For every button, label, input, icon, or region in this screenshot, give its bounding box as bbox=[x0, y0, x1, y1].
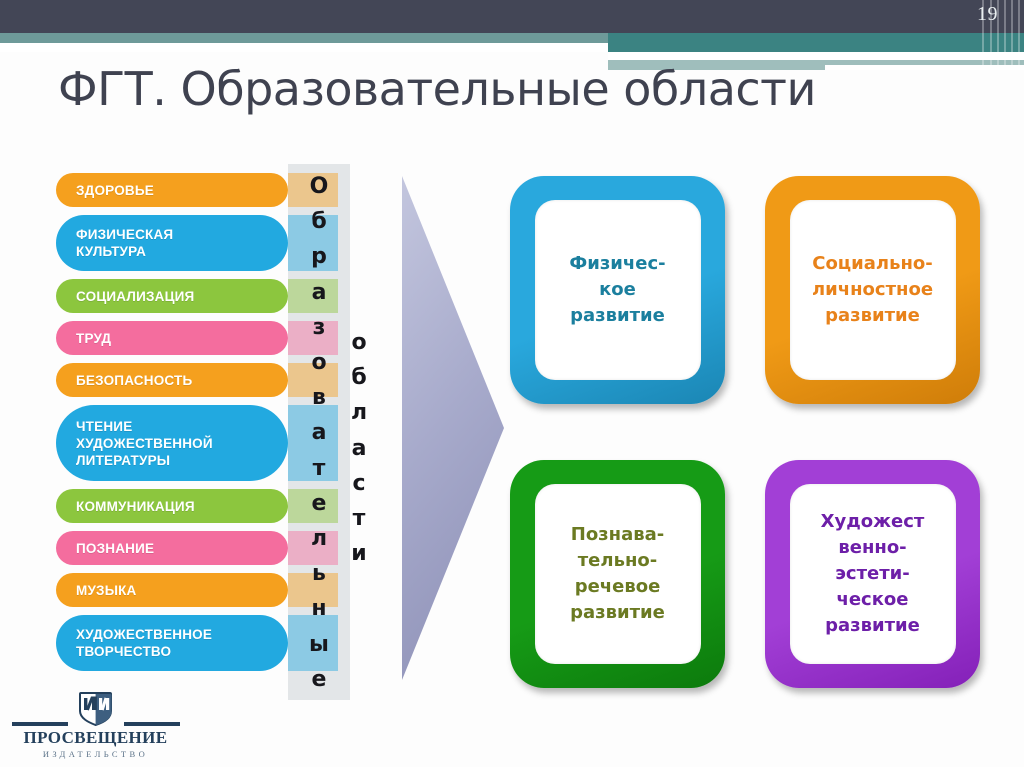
bar-extension bbox=[288, 573, 338, 607]
development-box-label: Социально- личностное развитие bbox=[811, 253, 934, 326]
educational-area-bar[interactable]: СОЦИАЛИЗАЦИЯ bbox=[56, 279, 288, 313]
logo-rule-left bbox=[12, 722, 68, 726]
vertical-letter: т bbox=[312, 455, 326, 481]
shield-icon bbox=[79, 692, 112, 727]
educational-areas-list: ЗДОРОВЬЕ ФИЗИЧЕСКАЯ КУЛЬТУРА СОЦИАЛИЗАЦИЯ Т… bbox=[0, 155, 400, 700]
header-white-strip bbox=[608, 52, 1024, 60]
bar-extension bbox=[288, 489, 338, 523]
educational-area-bar[interactable]: ФИЗИЧЕСКАЯ КУЛЬТУРА bbox=[56, 215, 288, 271]
vertical-letter: б bbox=[311, 209, 327, 235]
vertical-letter: л bbox=[310, 526, 328, 552]
development-box-label: Познава- тельно- речевое развитие bbox=[570, 524, 665, 623]
development-box-physical[interactable]: Физичес- кое развитие bbox=[510, 176, 725, 404]
header-vertical-stripes bbox=[976, 0, 1024, 70]
educational-area-label: ТРУД bbox=[76, 330, 112, 346]
development-box-inner: Познава- тельно- речевое развитие bbox=[534, 484, 701, 664]
header-pale-strip-2 bbox=[608, 60, 1024, 70]
vertical-letter: ы bbox=[309, 631, 329, 657]
vertical-letter: с bbox=[352, 470, 366, 496]
bar-extension bbox=[288, 215, 338, 271]
logo-rule-right bbox=[124, 722, 180, 726]
development-box-inner: Социально- личностное развитие bbox=[789, 200, 956, 380]
header-pale-teal-bar bbox=[0, 33, 1024, 43]
development-box-artistic-aesthetic[interactable]: Художест венно- эстети- ческое развитие bbox=[765, 460, 980, 688]
educational-area-label: ХУДОЖЕСТВЕННОЕ ТВОРЧЕСТВО bbox=[76, 627, 213, 659]
educational-area-bar[interactable]: ХУДОЖЕСТВЕННОЕ ТВОРЧЕСТВО bbox=[56, 615, 288, 671]
vertical-letter: н bbox=[311, 596, 327, 622]
bar-extension bbox=[288, 615, 338, 671]
vertical-letter: е bbox=[311, 490, 327, 516]
vertical-letter: р bbox=[311, 244, 327, 270]
vertical-letter: т bbox=[352, 506, 366, 532]
educational-area-bar[interactable]: КОММУНИКАЦИЯ bbox=[56, 489, 288, 523]
header-teal-bar bbox=[608, 33, 1024, 52]
educational-area-label: КОММУНИКАЦИЯ bbox=[76, 498, 195, 514]
header-pale-strip-3 bbox=[825, 60, 1024, 65]
header-dark-bar bbox=[0, 0, 1024, 33]
educational-area-label: ПОЗНАНИЕ bbox=[76, 540, 155, 556]
development-areas-group: Физичес- кое развитие Социально- личност… bbox=[505, 176, 1005, 688]
vertical-letter: з bbox=[312, 314, 326, 340]
right-arrow-shape bbox=[400, 172, 510, 684]
educational-area-label: МУЗЫКА bbox=[76, 582, 137, 598]
development-box-label: Художест венно- эстети- ческое развитие bbox=[820, 511, 925, 636]
vertical-label-backdrop bbox=[288, 164, 350, 700]
vertical-letter: О bbox=[309, 174, 329, 199]
logo-name: ПРОСВЕЩЕНИЕ bbox=[23, 728, 168, 747]
educational-area-bar[interactable]: МУЗЫКА bbox=[56, 573, 288, 607]
bar-extension bbox=[288, 405, 338, 481]
bar-extension bbox=[288, 321, 338, 355]
bar-extension bbox=[288, 173, 338, 207]
educational-area-label: ФИЗИЧЕСКАЯ КУЛЬТУРА bbox=[76, 227, 174, 259]
logo-subtitle: ИЗДАТЕЛЬСТВО bbox=[42, 749, 149, 759]
header-white-gap bbox=[0, 43, 608, 52]
vertical-letter: в bbox=[312, 385, 326, 411]
educational-area-label: ЧТЕНИЕ ХУДОЖЕСТВЕННОЙ ЛИТЕРАТУРЫ bbox=[76, 418, 213, 468]
educational-area-label: БЕЗОПАСНОСТЬ bbox=[76, 372, 193, 388]
educational-area-label: ЗДОРОВЬЕ bbox=[76, 182, 154, 198]
educational-area-bar[interactable]: ЧТЕНИЕ ХУДОЖЕСТВЕННОЙ ЛИТЕРАТУРЫ bbox=[56, 405, 288, 481]
educational-area-label: СОЦИАЛИЗАЦИЯ bbox=[76, 288, 195, 304]
vertical-letter: и bbox=[351, 541, 367, 567]
vertical-letter: е bbox=[311, 666, 327, 692]
page-number: 19 bbox=[977, 3, 998, 25]
bar-extension bbox=[288, 531, 338, 565]
development-box-cognitive-speech[interactable]: Познава- тельно- речевое развитие bbox=[510, 460, 725, 688]
bar-extension bbox=[288, 363, 338, 397]
educational-area-bar[interactable]: ЗДОРОВЬЕ bbox=[56, 173, 288, 207]
educational-area-bar[interactable]: ПОЗНАНИЕ bbox=[56, 531, 288, 565]
development-box-inner: Художест венно- эстети- ческое развитие bbox=[789, 484, 956, 664]
vertical-letter: а bbox=[351, 435, 367, 461]
vertical-letter: о bbox=[311, 350, 327, 376]
development-box-label: Физичес- кое развитие bbox=[569, 253, 666, 326]
header-white-strip-2 bbox=[825, 60, 1024, 70]
vertical-letter: а bbox=[311, 279, 327, 305]
vertical-letter: б bbox=[351, 365, 367, 391]
vertical-letter: а bbox=[311, 420, 327, 446]
bar-extension bbox=[288, 279, 338, 313]
development-box-social-personal[interactable]: Социально- личностное развитие bbox=[765, 176, 980, 404]
vertical-letter: ь bbox=[312, 561, 326, 587]
educational-area-bar[interactable]: БЕЗОПАСНОСТЬ bbox=[56, 363, 288, 397]
development-box-inner: Физичес- кое развитие bbox=[534, 200, 701, 380]
educational-area-bar[interactable]: ТРУД bbox=[56, 321, 288, 355]
vertical-letter: о bbox=[351, 330, 367, 355]
vertical-letter: л bbox=[350, 400, 368, 426]
publisher-logo: ПРОСВЕЩЕНИЕ ИЗДАТЕЛЬСТВО bbox=[8, 692, 183, 762]
page-title: ФГТ. Образовательные области bbox=[58, 62, 816, 116]
